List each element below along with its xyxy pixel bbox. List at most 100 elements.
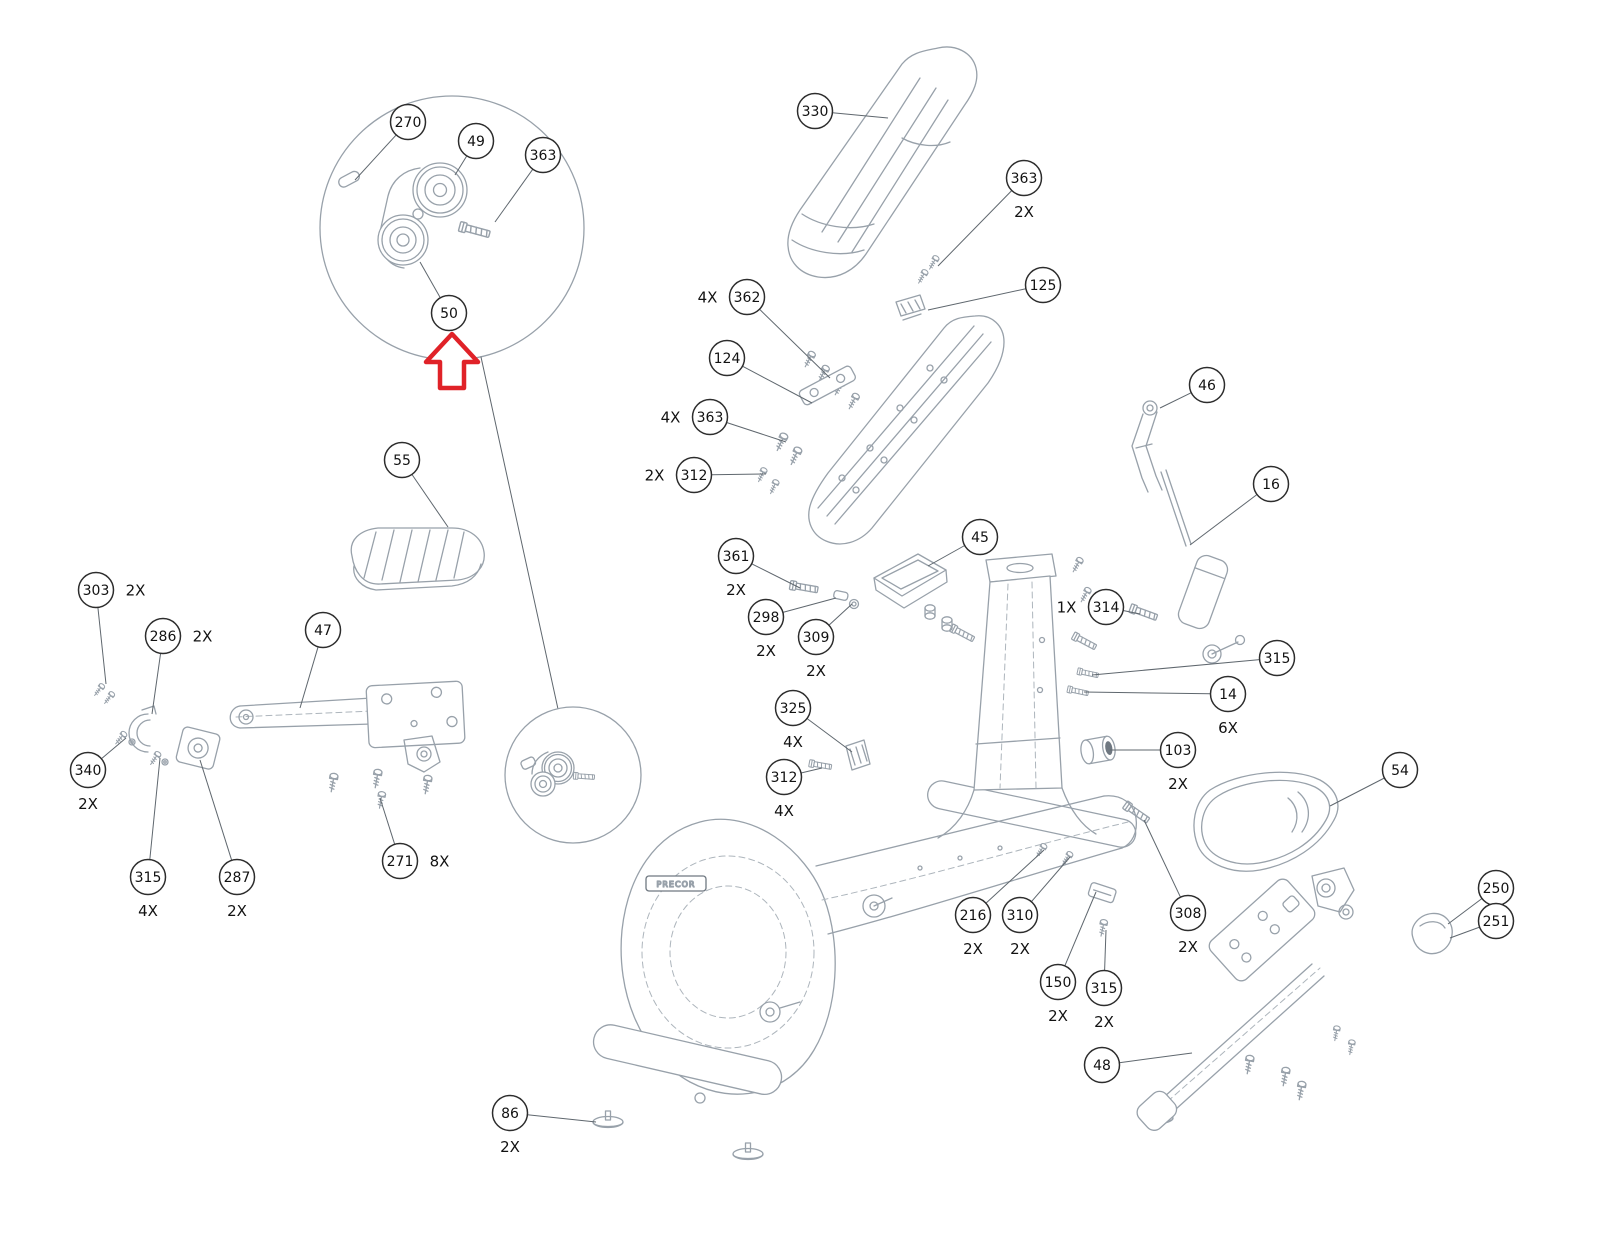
quantity-label: 2X	[756, 642, 776, 660]
callout-leader-line	[494, 168, 534, 223]
callout-number: 271	[387, 854, 414, 870]
callout-leader-line	[151, 653, 162, 715]
callout-leader-line	[800, 767, 823, 774]
callout-balloon	[218, 858, 256, 896]
callout-leader-line	[1083, 691, 1211, 695]
seat-pan-art	[1193, 771, 1453, 955]
callout-balloon	[457, 122, 495, 160]
callout-number: 45	[971, 530, 989, 546]
quantity-label: 4X	[661, 408, 681, 426]
detail-connector-line	[480, 356, 559, 710]
callout-balloon	[1252, 465, 1290, 503]
callout-balloon	[1087, 588, 1125, 626]
callout-125: 125	[927, 266, 1062, 311]
roller-art	[1080, 735, 1116, 765]
quantity-label: 2X	[726, 581, 746, 599]
callout-leader-line	[828, 603, 853, 626]
quantity-label: 4X	[774, 802, 794, 820]
callout-number: 312	[771, 770, 798, 786]
quantity-label: 2X	[126, 581, 146, 599]
callout-340: 340 2X	[69, 737, 127, 813]
callout-leader-line	[101, 737, 127, 760]
callout-number: 303	[83, 583, 110, 599]
callout-number: 103	[1165, 743, 1192, 759]
callout-leader-line	[759, 308, 831, 379]
callout-55: 55	[383, 441, 449, 528]
callout-leader-line	[1031, 856, 1071, 903]
callout-leader-line	[806, 718, 853, 753]
callout-330: 330	[796, 92, 889, 130]
callout-balloon	[691, 398, 729, 436]
callout-number: 362	[734, 290, 761, 306]
callout-leader-line	[1064, 891, 1097, 967]
callout-number: 14	[1219, 687, 1237, 703]
callout-balloon	[1381, 751, 1419, 789]
callout-number: 340	[75, 763, 102, 779]
callout-balloon	[381, 842, 419, 880]
callout-leader-line	[1447, 898, 1483, 925]
quantity-label: 2X	[193, 627, 213, 645]
clip-art	[808, 739, 871, 772]
callout-leader-line	[742, 365, 813, 404]
callout-balloon	[708, 339, 746, 377]
callout-number: 125	[1030, 278, 1057, 294]
quantity-label: 2X	[806, 662, 826, 680]
quantity-label: 2X	[645, 466, 665, 484]
callout-47: 47	[299, 611, 342, 709]
callout-leader-line	[927, 545, 965, 567]
callout-leader-line	[1189, 494, 1258, 546]
callout-balloon	[1005, 159, 1043, 197]
quantity-label: 4X	[138, 902, 158, 920]
callout-balloon	[717, 537, 755, 575]
callout-leader-line	[726, 422, 787, 443]
callout-number: 150	[1045, 975, 1072, 991]
quantity-label: 2X	[963, 940, 983, 958]
callout-363: 363	[494, 136, 562, 223]
callout-leader-line	[1449, 926, 1480, 939]
callout-leader-line	[937, 190, 1013, 267]
callout-number: 48	[1093, 1058, 1111, 1074]
seat-rail-art	[1121, 800, 1357, 1131]
seat-slider-art	[350, 527, 485, 591]
callout-leader-line	[379, 797, 396, 845]
quantity-label: 1X	[1057, 598, 1077, 616]
callout-balloon	[1169, 894, 1207, 932]
quantity-label: 2X	[227, 902, 247, 920]
callout-leader-line	[1122, 610, 1141, 615]
callout-balloon	[1083, 1046, 1121, 1084]
highlight-arrow-icon	[423, 331, 481, 391]
callout-leader-line	[832, 112, 889, 119]
callout-number: 251	[1483, 914, 1510, 930]
callout-balloon	[1477, 902, 1515, 940]
callout-45: 45	[927, 518, 999, 567]
callout-103: 103 2X	[1110, 731, 1197, 793]
callout-balloon	[491, 1094, 529, 1132]
callout-balloon	[129, 858, 167, 896]
callout-49: 49	[454, 122, 495, 176]
quantity-label: 2X	[1168, 775, 1188, 793]
callout-number: 310	[1007, 908, 1034, 924]
callout-number: 250	[1483, 881, 1510, 897]
callout-251: 251	[1449, 902, 1515, 940]
callout-balloon	[389, 103, 427, 141]
quantity-label: 4X	[783, 733, 803, 751]
callout-54: 54	[1329, 751, 1419, 807]
quantity-label: 2X	[78, 795, 98, 813]
callout-balloon	[430, 294, 468, 332]
callout-number: 50	[440, 306, 458, 322]
callout-balloon	[1209, 675, 1247, 713]
callout-balloon	[1024, 266, 1062, 304]
